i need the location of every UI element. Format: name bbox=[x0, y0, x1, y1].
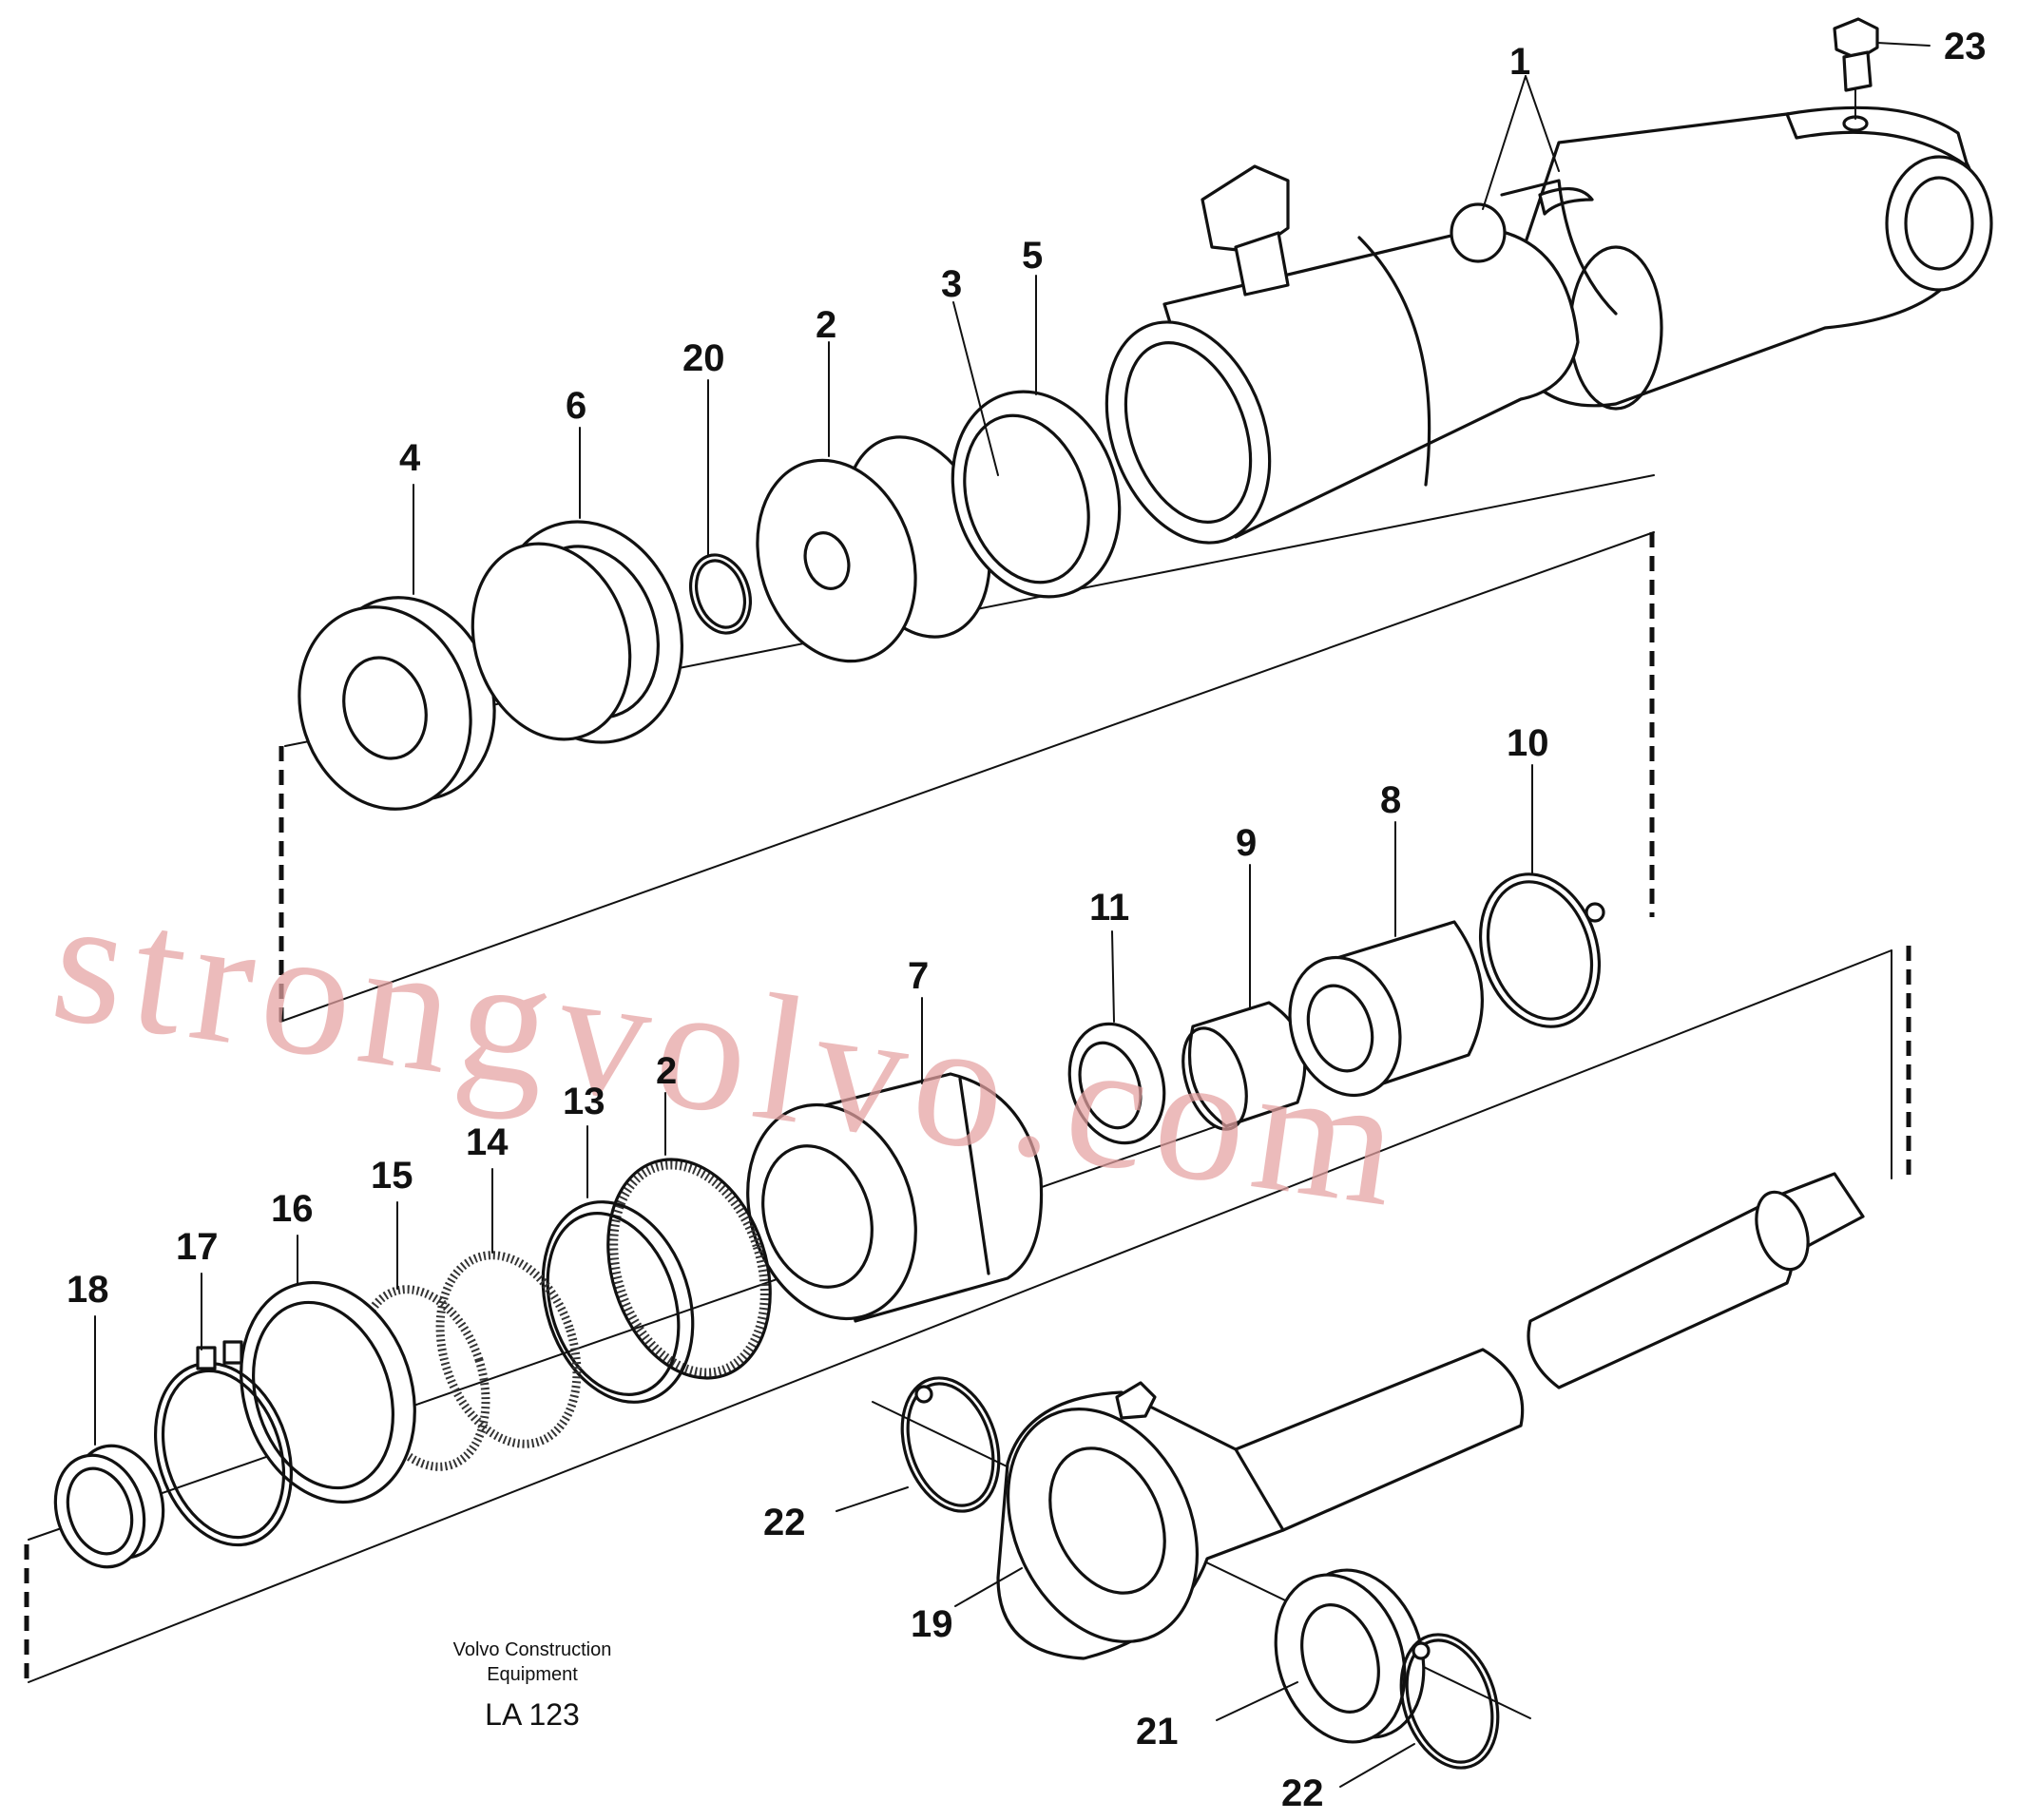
part-label-9: 9 bbox=[1236, 822, 1257, 864]
part-labels: 1 23 3 5 2 20 6 4 10 8 9 11 7 2 13 14 15… bbox=[67, 26, 1987, 1814]
part-label-18: 18 bbox=[67, 1269, 109, 1311]
caption-code: LA 123 bbox=[485, 1697, 580, 1732]
part-label-6: 6 bbox=[566, 385, 586, 427]
part-label-21: 21 bbox=[1136, 1711, 1179, 1753]
part-label-11: 11 bbox=[1089, 887, 1129, 929]
middle-seal-group bbox=[1067, 872, 1605, 1145]
part-label-8: 8 bbox=[1380, 779, 1401, 821]
part-label-20: 20 bbox=[682, 337, 725, 379]
part-label-13: 13 bbox=[563, 1081, 605, 1122]
part-label-22-upper: 22 bbox=[763, 1502, 806, 1543]
piston-rod-group bbox=[900, 1172, 1865, 1770]
lower-seal-group bbox=[53, 1072, 1044, 1569]
part-label-10: 10 bbox=[1507, 722, 1549, 764]
part-label-19: 19 bbox=[911, 1603, 953, 1645]
assembly-guides bbox=[24, 474, 1911, 1719]
part-label-3: 3 bbox=[941, 263, 962, 305]
part-label-17: 17 bbox=[176, 1226, 219, 1268]
upper-seal-group bbox=[298, 390, 1122, 811]
cylinder-tube bbox=[1105, 17, 1993, 545]
leader-lines bbox=[94, 42, 1931, 1788]
part-label-14: 14 bbox=[466, 1121, 509, 1163]
caption-block: Volvo Construction Equipment LA 123 bbox=[453, 1639, 612, 1732]
part-label-2-lower: 2 bbox=[656, 1050, 677, 1092]
part-label-2-upper: 2 bbox=[816, 304, 836, 346]
part-label-7: 7 bbox=[908, 955, 929, 997]
part-label-23: 23 bbox=[1944, 26, 1987, 67]
part-label-15: 15 bbox=[371, 1155, 413, 1197]
part-label-1: 1 bbox=[1509, 41, 1530, 83]
caption-line-1: Volvo Construction bbox=[453, 1639, 612, 1660]
part-label-4: 4 bbox=[399, 437, 421, 479]
part-label-5: 5 bbox=[1022, 235, 1043, 277]
part-label-22-lower: 22 bbox=[1281, 1772, 1324, 1814]
part-label-16: 16 bbox=[271, 1188, 314, 1230]
caption-line-2: Equipment bbox=[487, 1664, 578, 1685]
